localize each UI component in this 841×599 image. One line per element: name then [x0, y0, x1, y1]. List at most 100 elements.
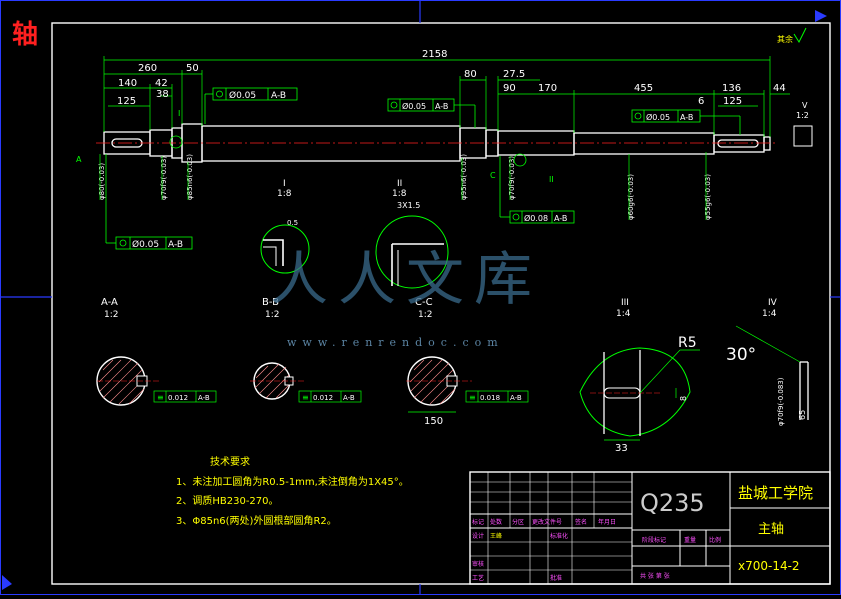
section-cc-scale: 1:2: [418, 310, 432, 320]
dim-6: 6: [698, 96, 704, 107]
sym-3-value: 0.018: [480, 394, 500, 402]
dim-42: 42: [155, 78, 168, 89]
header-nianyueri: 年月日: [598, 518, 616, 526]
header-chushu: 处数: [490, 518, 502, 526]
svg-text:I: I: [178, 109, 180, 118]
header-biaozhunhua: 标准化: [550, 532, 568, 540]
dim-phi70: φ70f9(-0.03): [160, 156, 168, 200]
title-block-texts: Q235 盐城工学院 主轴 x700-14-2 标记 处数 分区 更改文件号 签…: [472, 484, 813, 582]
notes-line-3: 3、Φ85n6(两处)外圆根部圆角R2。: [176, 514, 337, 527]
designer-name: 王峰: [490, 532, 502, 540]
tol-4-ref: A-B: [554, 214, 567, 223]
dim-140: 140: [118, 78, 137, 89]
detail-i-scale: 1:8: [277, 189, 292, 199]
dim-260: 260: [138, 63, 157, 74]
svg-text:C: C: [490, 171, 496, 180]
school-text: 盐城工学院: [738, 484, 813, 502]
notes-line-1: 1、未注加工圆角为R0.5-1mm,未注倒角为1X45°。: [176, 475, 409, 488]
header-gengai: 更改文件号: [532, 518, 562, 526]
dim-80: 80: [464, 69, 477, 80]
detail-iii-scale: 1:4: [616, 309, 631, 319]
svg-text:II: II: [549, 175, 554, 184]
material-text: Q235: [640, 489, 705, 517]
dim-65: 65: [798, 410, 807, 420]
detail-circle-i: [169, 135, 183, 149]
header-pizhun: 批准: [550, 574, 562, 582]
title-block: [469, 471, 831, 585]
section-aa-scale: 1:2: [104, 310, 118, 320]
sym-1-value: 0.012: [168, 394, 188, 402]
header-shenhe: 审核: [472, 560, 484, 568]
tol-frame-4: Ø0.08 A-B: [499, 156, 575, 224]
symmetry-icon: ≡: [302, 393, 309, 402]
dim-phi85: φ85n6(-0.03): [186, 154, 194, 200]
detail-v-num: V: [802, 101, 808, 110]
watermark-url: www.renrendoc.com: [287, 336, 504, 349]
detail-v-view: [793, 125, 813, 147]
tol-frame-1: Ø0.05 A-B: [204, 87, 298, 124]
tol-frame-3: Ø0.05 A-B: [631, 109, 741, 135]
dim-125-right: 125: [723, 96, 742, 107]
diameter-leaders: [99, 152, 707, 220]
tol-5-ref: A-B: [168, 240, 183, 250]
dim-136: 136: [722, 83, 741, 94]
part-name-text: 主轴: [758, 522, 784, 537]
section-A-A: A-A 1:2 ≡ 0.012 A-B: [96, 297, 217, 406]
surface-mark-label: 其余: [777, 34, 793, 44]
section-markers: A I C II V 1:2: [76, 101, 809, 184]
symmetry-icon: ≡: [469, 393, 476, 402]
shaft-seg-5: [201, 125, 461, 162]
keyway-right: [717, 139, 759, 148]
header-qianming: 签名: [575, 518, 587, 526]
dim-44: 44: [773, 83, 786, 94]
dim-phi60: φ60g6(-0.03): [627, 174, 635, 220]
header-gongyi: 工艺: [472, 574, 484, 582]
coaxiality-icon: [119, 239, 127, 247]
detail-iii-num: III: [621, 298, 629, 308]
dim-r5: R5: [678, 335, 697, 351]
tol-frame-5: Ø0.05 A-B: [105, 154, 193, 250]
top-dimension-texts: 2158 260 50 140 42 38 125 80 27.5 90 170…: [117, 49, 786, 107]
symmetry-icon: ≡: [157, 393, 164, 402]
dim-phi80: φ80(-0.03): [98, 163, 106, 200]
sym-2-ref: A-B: [343, 394, 355, 402]
dim-phi55: φ55g6(-0.03): [704, 174, 712, 220]
drawing-number-text: x700-14-2: [738, 559, 800, 573]
coaxiality-icon: [512, 213, 520, 221]
tol-1-ref: A-B: [271, 91, 286, 101]
detail-view-II: II 1:8 3X1.5: [375, 179, 449, 289]
section-B-B: B-B 1:2 ≡ 0.012 A-B: [250, 297, 362, 403]
tol-frame-2: Ø0.05 A-B: [387, 98, 476, 128]
tol-3-ref: A-B: [680, 113, 693, 122]
detail-ii-dim: 3X1.5: [397, 201, 420, 210]
tol-1-value: Ø0.05: [229, 90, 256, 101]
shaft-seg-10: [713, 134, 765, 153]
dim-50: 50: [186, 63, 199, 74]
watermark-text: 人人文库: [270, 245, 543, 313]
coaxiality-icon: [634, 112, 642, 120]
tol-2-ref: A-B: [435, 102, 448, 111]
detail-view-IV: IV 1:4 30° φ70f9(-0.083) 65: [726, 298, 809, 426]
dim-30-deg: 30°: [726, 345, 756, 365]
orientation-arrow-bottom: [2, 575, 12, 590]
dim-150: 150: [424, 416, 443, 427]
dim-170: 170: [538, 83, 557, 94]
shaft-seg-11: [763, 136, 771, 151]
detail-view-III: III 1:4 R5 8 33: [579, 298, 700, 454]
header-biaoji: 标记: [472, 518, 484, 526]
sym-2-value: 0.012: [313, 394, 333, 402]
roughness-symbol: [793, 27, 807, 44]
dim-phi70c: φ70f9(-0.083): [777, 377, 785, 426]
dim-27-5: 27.5: [503, 69, 525, 80]
coaxiality-icon: [390, 101, 398, 109]
header-jieduan: 阶段标记: [642, 536, 666, 544]
tol-4-value: Ø0.08: [524, 213, 548, 223]
header-sheji: 设计: [472, 532, 484, 540]
dim-455: 455: [634, 83, 653, 94]
detail-view-I: I 1:8 0.5: [260, 179, 310, 274]
inner-border: [51, 22, 831, 585]
dim-phi70b: φ70f9(-0.03): [508, 156, 516, 200]
corner-title: 轴: [12, 20, 39, 50]
header-gongzhang: 共 张 第 张: [640, 572, 670, 580]
